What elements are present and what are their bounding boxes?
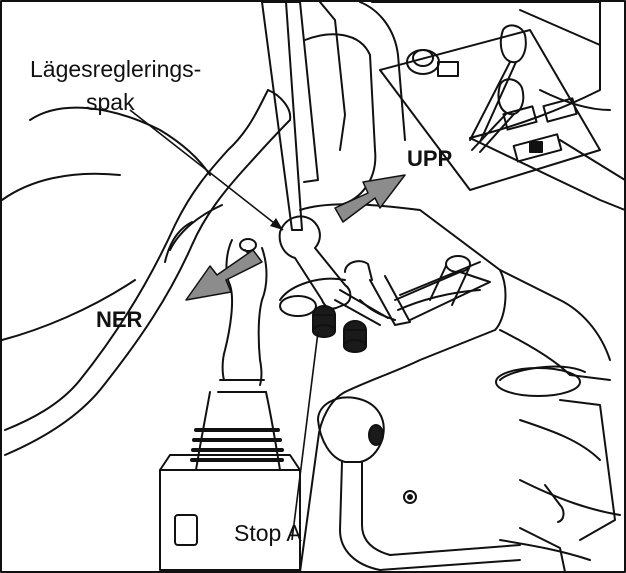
stop-a-label: Stop A — [234, 520, 302, 546]
steering-wheel — [1, 89, 292, 456]
side-console — [279, 203, 611, 573]
down-label: NER — [96, 307, 143, 332]
leader-line-lever — [129, 109, 284, 231]
cab-pillar — [261, 1, 319, 231]
lever-label-line2: spak — [86, 89, 135, 115]
cab-lower-right — [499, 399, 621, 573]
up-arrow — [334, 174, 406, 223]
leader-arrowhead — [270, 218, 283, 230]
stop-a-knobs — [312, 305, 367, 353]
rear-fender — [304, 1, 626, 211]
upper-levers — [469, 24, 527, 153]
callout-lines — [129, 109, 319, 541]
up-label: UPP — [407, 146, 453, 171]
gear-lever — [317, 396, 521, 571]
quadrant-levers — [344, 255, 491, 326]
down-arrow — [185, 249, 263, 301]
lever-label-line1: Lägesreglerings- — [30, 56, 202, 82]
upper-control-panel — [379, 29, 601, 191]
leader-line-stop — [291, 331, 319, 541]
